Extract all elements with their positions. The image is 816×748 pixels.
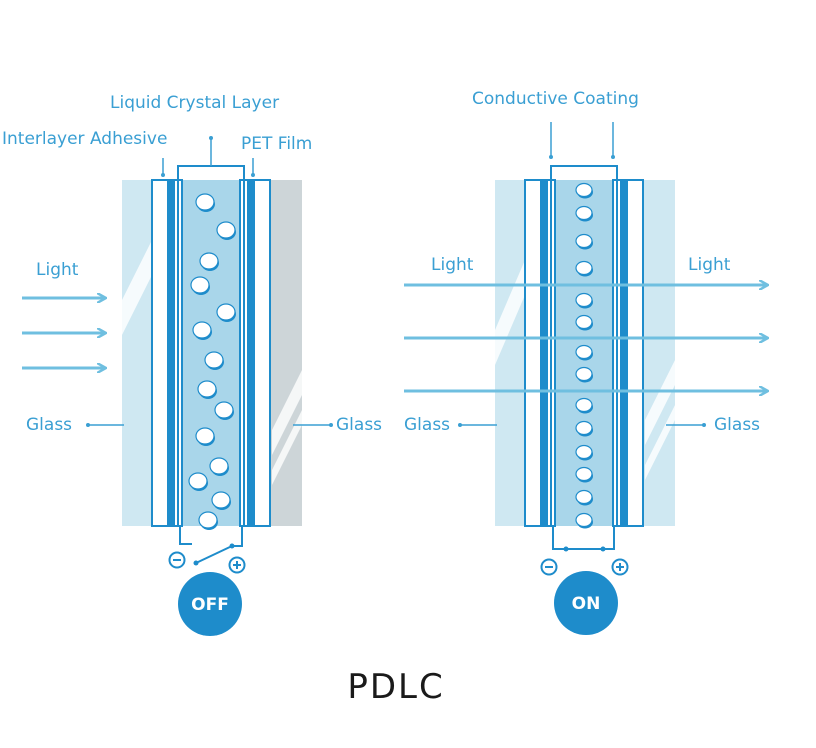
- on-button[interactable]: ON: [554, 571, 618, 635]
- crystal-droplet: [575, 205, 593, 221]
- crystal-droplet: [575, 260, 593, 276]
- off-panel: Liquid Crystal Layer Interlayer Adhesive…: [2, 93, 382, 636]
- label-glass-right: Glass: [714, 415, 760, 435]
- on-button-label: ON: [572, 594, 601, 614]
- crystal-droplets-random: [188, 193, 236, 530]
- crystal-droplet: [190, 276, 210, 294]
- label-glass-left: Glass: [404, 415, 450, 435]
- label-light-out: Light: [688, 255, 731, 275]
- closed-switch-circuit: [540, 526, 629, 576]
- crystal-droplet: [209, 457, 229, 475]
- crystal-droplet: [199, 252, 219, 270]
- crystal-droplet: [204, 351, 224, 369]
- conductive-coating-left: [167, 181, 175, 525]
- label-liquid-crystal-layer: Liquid Crystal Layer: [110, 93, 279, 113]
- glass-reflection: [645, 405, 675, 480]
- incoming-light-arrows: [22, 298, 106, 368]
- crystal-droplet: [575, 444, 593, 460]
- crystal-droplet: [575, 420, 593, 436]
- crystal-droplet: [575, 512, 593, 528]
- conductive-coating-right: [620, 181, 628, 525]
- crystal-droplet: [192, 321, 212, 339]
- off-button-label: OFF: [191, 595, 229, 615]
- positive-terminal-icon: [611, 558, 629, 576]
- conductive-coating-right: [247, 181, 255, 525]
- diagram-title: PDLC: [347, 667, 444, 707]
- label-conductive-coating: Conductive Coating: [472, 89, 639, 109]
- crystal-droplet: [575, 344, 593, 360]
- crystal-droplet: [575, 233, 593, 249]
- negative-terminal-icon: [168, 551, 186, 569]
- crystal-droplet: [195, 427, 215, 445]
- crystal-droplets-aligned: [575, 182, 593, 529]
- crystal-droplet: [575, 489, 593, 505]
- top-bracket: [177, 165, 245, 180]
- off-button[interactable]: OFF: [178, 572, 242, 636]
- label-glass-right: Glass: [336, 415, 382, 435]
- crystal-droplet: [197, 380, 217, 398]
- crystal-droplet: [195, 193, 215, 211]
- top-bracket: [550, 165, 618, 180]
- label-pet-film: PET Film: [241, 134, 312, 154]
- crystal-droplet: [216, 303, 236, 321]
- negative-terminal-icon: [540, 558, 558, 576]
- label-light-in: Light: [431, 255, 474, 275]
- label-interlayer-adhesive: Interlayer Adhesive: [2, 129, 167, 149]
- label-glass-left: Glass: [26, 415, 72, 435]
- crystal-droplet: [575, 466, 593, 482]
- crystal-droplet: [575, 182, 593, 198]
- label-light: Light: [36, 260, 79, 280]
- glass-reflection: [272, 410, 302, 485]
- crystal-droplet: [198, 511, 218, 529]
- glass-reflection: [272, 370, 302, 455]
- crystal-droplet: [216, 221, 236, 239]
- on-panel: Conductive Coating Light Light Glass Gla…: [404, 89, 768, 635]
- glass-reflection: [645, 360, 675, 445]
- crystal-droplet: [575, 397, 593, 413]
- positive-terminal-icon: [228, 556, 246, 574]
- transmitted-light-arrows: [404, 285, 768, 391]
- crystal-droplet: [575, 314, 593, 330]
- crystal-droplet: [211, 491, 231, 509]
- crystal-droplet: [575, 292, 593, 308]
- switch-lever: [195, 545, 233, 564]
- conductive-coating-left: [540, 181, 548, 525]
- open-switch-circuit: [168, 526, 246, 574]
- crystal-droplet: [188, 472, 208, 490]
- crystal-droplet: [214, 401, 234, 419]
- glass-reflection: [122, 240, 152, 335]
- crystal-droplet: [575, 366, 593, 382]
